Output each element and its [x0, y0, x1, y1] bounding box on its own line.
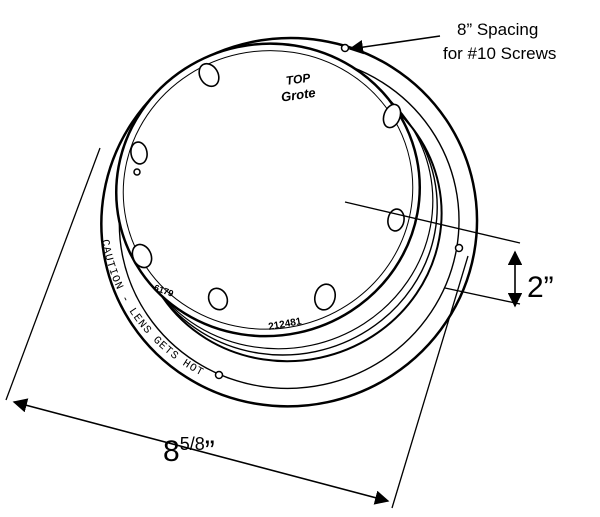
lens-slots: [130, 62, 405, 311]
screw-hole: [340, 43, 350, 53]
lens-slot: [207, 287, 229, 311]
center-extension-line: [344, 201, 521, 244]
diameter-label: 85/8”: [163, 434, 215, 468]
callout-line-1: 8” Spacing: [457, 20, 538, 39]
callout-leader: [348, 35, 441, 55]
screw-hole: [214, 370, 224, 380]
diameter-fraction: 5/8: [180, 434, 205, 454]
screw-hole: [133, 168, 141, 176]
lens-slot: [382, 103, 402, 129]
lens-face-rim: [122, 50, 414, 330]
diameter-extension-left: [5, 147, 101, 401]
diameter-whole: 8: [163, 435, 180, 468]
lens-slot: [198, 62, 220, 88]
lens-face: [115, 42, 421, 338]
lens-slot: [131, 243, 153, 269]
diameter-extension-right: [391, 255, 469, 509]
lens-slot: [313, 283, 337, 311]
depth-label: 2”: [527, 271, 554, 304]
screw-holes: [133, 43, 464, 380]
lens-top-mark: TOP: [285, 70, 312, 87]
callout-line-2: for #10 Screws: [443, 44, 556, 63]
lens-brand-mark: Grote: [280, 85, 316, 105]
lens-slot: [130, 141, 148, 165]
screw-hole: [454, 243, 464, 253]
diameter-dimension-arrow: [12, 398, 390, 505]
diameter-inch-mark: ”: [205, 435, 215, 468]
